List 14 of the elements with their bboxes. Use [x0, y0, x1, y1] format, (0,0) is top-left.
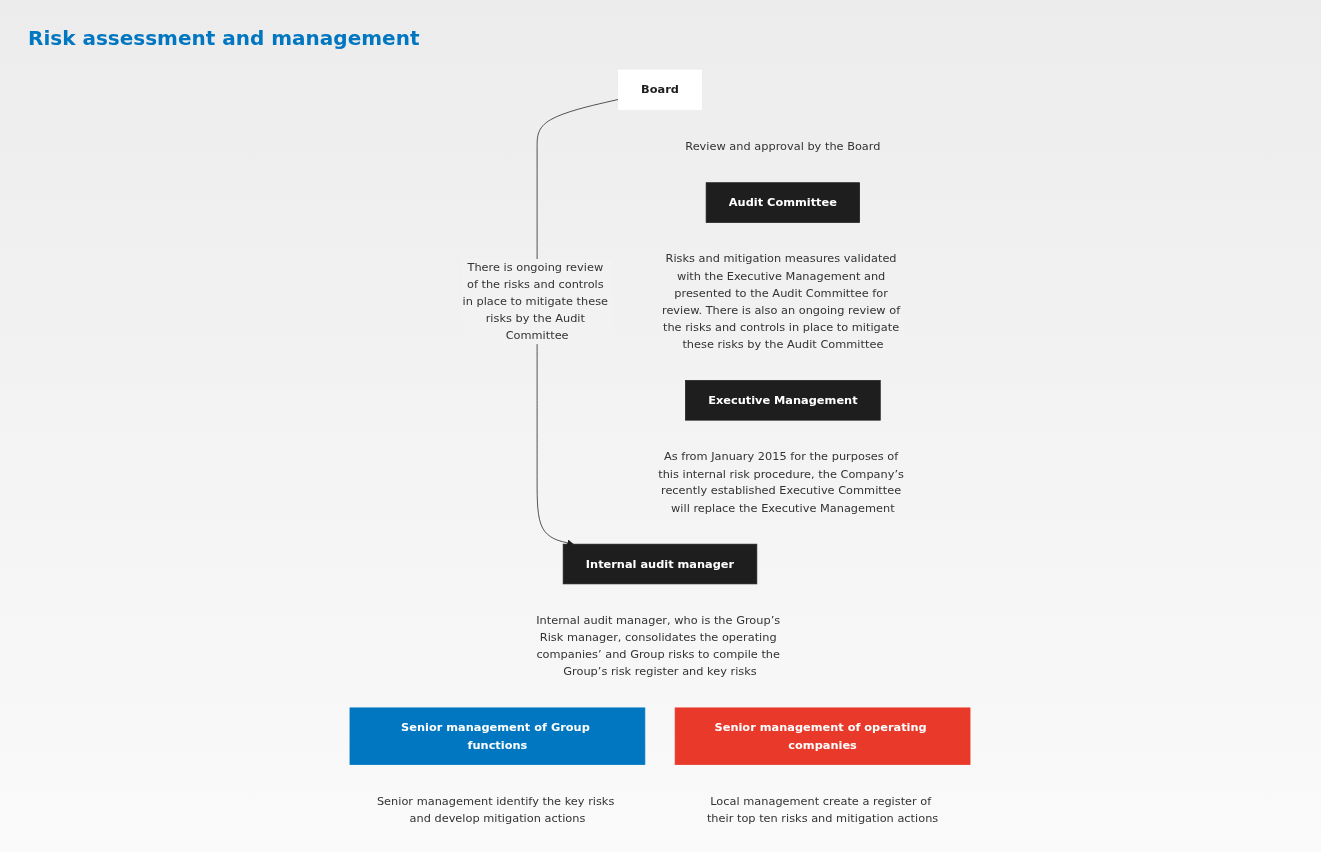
node-label: Review and approval by the Board: [685, 139, 881, 153]
node-box: Executive Management: [685, 380, 881, 421]
edge-label: There is ongoing review of the risks and controls in place to mitigate these risks by the Audit Committee: [462, 260, 609, 343]
node-box: Internal audit manager: [562, 543, 758, 585]
node-box: Senior management of Group functions: [349, 707, 646, 765]
node-box: Senior management of operating companies: [674, 707, 971, 765]
node-label: Local management create a register of their top ten risks and mitigation actions: [706, 794, 939, 825]
node-label: Senior management identify the key risks and develop mitigation actions: [376, 794, 615, 825]
diagram-title: Risk assessment and management: [28, 26, 420, 50]
node-box: Board: [618, 69, 702, 111]
node-label: As from January 2015 for the purposes of this internal risk procedure, the Company’s recently established Executive Committee will replace the Executive Management: [658, 449, 904, 515]
node-label: Internal audit manager, who is the Group’s Risk manager, consolidates the operating companies’ and Group risks to compile the Group’s risk register and key risks: [536, 613, 781, 679]
node-label: Risks and mitigation measures validated with the Executive Management and presented to the Audit Committee for review. There is also an ongoing review of the risks and controls in place to mitigate these risks by the Audit Committee: [661, 251, 901, 351]
node-box: Audit Committee: [705, 182, 860, 223]
